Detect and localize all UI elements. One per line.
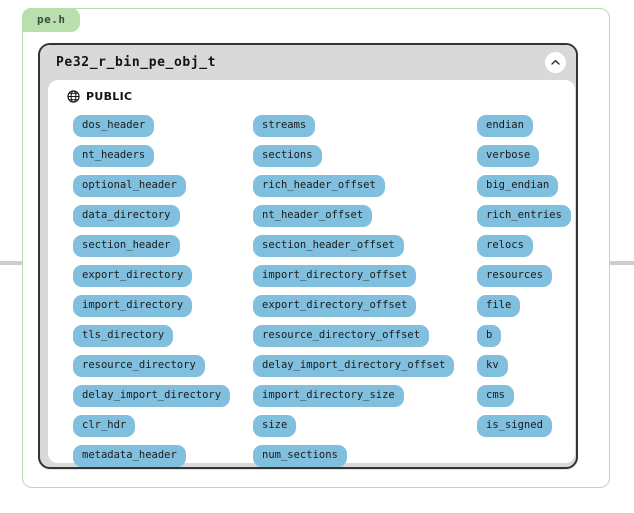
member-pill[interactable]: size: [253, 415, 297, 437]
member-pill[interactable]: import_directory_size: [253, 385, 404, 407]
member-pill[interactable]: import_directory: [73, 295, 193, 317]
member-pill[interactable]: delay_import_directory_offset: [253, 355, 455, 377]
member-pill[interactable]: data_directory: [73, 205, 180, 227]
member-pill[interactable]: section_header: [73, 235, 180, 257]
member-row: num_sections: [253, 443, 454, 467]
member-row: optional_header: [73, 173, 230, 197]
class-title: Pe32_r_bin_pe_obj_t: [56, 55, 217, 70]
member-row: resources: [477, 263, 571, 287]
member-pill[interactable]: resources: [477, 265, 552, 287]
member-row: resource_directory: [73, 353, 230, 377]
member-row: file: [477, 293, 571, 317]
globe-icon: [67, 90, 80, 103]
class-card-body: PUBLIC dos_header nt_headers optional_head…: [48, 80, 575, 467]
member-row: clr_hdr: [73, 413, 230, 437]
member-pill[interactable]: import_directory_offset: [253, 265, 417, 287]
member-pill[interactable]: sections: [253, 145, 322, 167]
visibility-label: PUBLIC: [86, 90, 133, 103]
incoming-edge-line: [0, 261, 40, 265]
member-row: export_directory: [73, 263, 230, 287]
member-row: tls_directory: [73, 323, 230, 347]
member-row: import_directory: [73, 293, 230, 317]
member-pill[interactable]: delay_import_directory: [73, 385, 231, 407]
member-row: endian: [477, 113, 571, 137]
member-pill[interactable]: export_directory_offset: [253, 295, 417, 317]
visibility-section-header: PUBLIC: [67, 90, 132, 103]
member-row: export_directory_offset: [253, 293, 454, 317]
member-row: size: [253, 413, 454, 437]
member-pill[interactable]: num_sections: [253, 445, 347, 467]
member-pill[interactable]: optional_header: [73, 175, 186, 197]
member-row: rich_entries: [477, 203, 571, 227]
member-pill[interactable]: dos_header: [73, 115, 155, 137]
member-row: rich_header_offset: [253, 173, 454, 197]
member-row: sections: [253, 143, 454, 167]
member-row: section_header: [73, 233, 230, 257]
member-pill[interactable]: is_signed: [477, 415, 552, 437]
member-pill[interactable]: section_header_offset: [253, 235, 404, 257]
member-row: resource_directory_offset: [253, 323, 454, 347]
member-pill[interactable]: clr_hdr: [73, 415, 136, 437]
member-pill[interactable]: metadata_header: [73, 445, 186, 467]
member-row: import_directory_size: [253, 383, 454, 407]
members-column-2: streams sections rich_header_offset nt_head…: [253, 113, 455, 467]
member-pill[interactable]: resource_directory_offset: [253, 325, 430, 347]
member-row: metadata_header: [73, 443, 230, 467]
member-row: cms: [477, 383, 571, 407]
member-row: kv: [477, 353, 571, 377]
member-row: import_directory_offset: [253, 263, 454, 287]
member-row: relocs: [477, 233, 571, 257]
member-row: verbose: [477, 143, 571, 167]
member-pill[interactable]: file: [477, 295, 521, 317]
member-pill[interactable]: relocs: [477, 235, 533, 257]
member-pill[interactable]: nt_headers: [73, 145, 155, 167]
member-pill[interactable]: streams: [253, 115, 316, 137]
member-row: section_header_offset: [253, 233, 454, 257]
member-row: nt_headers: [73, 143, 230, 167]
member-row: data_directory: [73, 203, 230, 227]
member-row: streams: [253, 113, 454, 137]
member-pill[interactable]: cms: [477, 385, 514, 407]
member-pill[interactable]: rich_entries: [477, 205, 571, 227]
collapse-button[interactable]: [545, 52, 566, 73]
chevron-up-icon: [551, 59, 560, 65]
member-pill[interactable]: tls_directory: [73, 325, 174, 347]
member-row: big_endian: [477, 173, 571, 197]
member-pill[interactable]: nt_header_offset: [253, 205, 373, 227]
member-pill[interactable]: kv: [477, 355, 508, 377]
member-pill[interactable]: big_endian: [477, 175, 559, 197]
member-pill[interactable]: resource_directory: [73, 355, 205, 377]
class-card[interactable]: Pe32_r_bin_pe_obj_t PUBLIC dos_header nt_…: [38, 43, 578, 469]
member-row: is_signed: [477, 413, 571, 437]
member-pill[interactable]: b: [477, 325, 502, 347]
members-column-1: dos_header nt_headers optional_header data_…: [73, 113, 231, 467]
member-row: delay_import_directory_offset: [253, 353, 455, 377]
member-row: b: [477, 323, 571, 347]
member-pill[interactable]: verbose: [477, 145, 540, 167]
member-row: delay_import_directory: [73, 383, 231, 407]
member-pill[interactable]: endian: [477, 115, 533, 137]
member-pill[interactable]: export_directory: [73, 265, 193, 287]
class-card-header: Pe32_r_bin_pe_obj_t: [40, 45, 576, 80]
member-pill[interactable]: rich_header_offset: [253, 175, 385, 197]
member-row: dos_header: [73, 113, 230, 137]
member-row: nt_header_offset: [253, 203, 454, 227]
file-tab-label[interactable]: pe.h: [22, 8, 80, 32]
